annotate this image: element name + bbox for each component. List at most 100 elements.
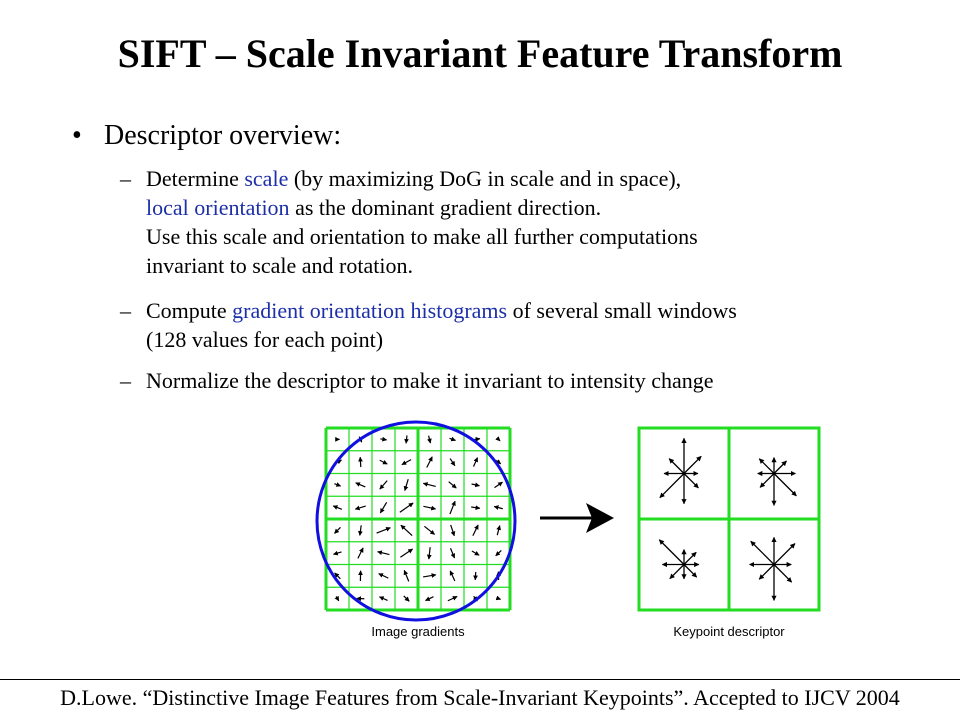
histogram-arrow: [750, 540, 775, 565]
sub-line: (128 values for each point): [146, 327, 384, 352]
gradient-arrow: [471, 505, 481, 511]
gradient-arrow: [449, 570, 456, 582]
histogram-arrow: [773, 564, 793, 583]
sub-line: Determine scale (by maximizing DoG in sc…: [146, 166, 682, 191]
slide-title: SIFT – Scale Invariant Feature Transform: [117, 31, 843, 76]
sub-line: local orientation as the dominant gradie…: [146, 195, 602, 220]
sub-item-compute-histograms: – Compute gradient orientation histogram…: [120, 296, 900, 354]
gradient-arrow: [449, 548, 456, 559]
gradient-arrow: [471, 550, 480, 556]
gradient-arrow: [379, 480, 388, 490]
gradient-arrow: [423, 505, 437, 511]
dash-marker: –: [120, 368, 131, 393]
highlight-local-orientation: local orientation: [146, 195, 290, 220]
sub-line: invariant to scale and rotation.: [146, 253, 413, 278]
gradient-arrow: [400, 548, 414, 558]
transform-arrow-icon: [540, 503, 614, 533]
gradient-arrow: [448, 481, 457, 489]
gradient-arrow: [399, 502, 414, 513]
dash-marker: –: [120, 166, 131, 191]
histogram-arrow: [773, 460, 787, 474]
gradient-arrow: [334, 572, 341, 580]
gradient-arrow: [404, 435, 409, 444]
histogram-arrow: [669, 564, 685, 580]
gradient-arrow: [495, 459, 502, 465]
gradient-arrow: [449, 436, 456, 442]
bullet-descriptor-overview: • Descriptor overview:: [72, 118, 341, 154]
gradient-arrow: [449, 458, 456, 467]
gradient-arrow: [332, 505, 343, 510]
gradient-arrow: [403, 595, 410, 602]
gradient-arrow: [334, 526, 341, 534]
gradient-arrow: [376, 527, 391, 534]
histogram-arrow: [683, 473, 699, 489]
gradient-arrow: [334, 595, 340, 602]
histogram-arrow: [659, 473, 685, 499]
sub-item-determine-scale: – Determine scale (by maximizing DoG in …: [120, 164, 900, 280]
gradient-arrow: [379, 459, 388, 465]
gradient-arrow: [472, 524, 479, 537]
gradient-arrow: [400, 524, 413, 536]
keypoint-descriptor-grid: [637, 426, 821, 612]
gradient-arrow: [355, 482, 366, 488]
histogram-arrow: [758, 564, 775, 580]
gradient-arrow: [358, 456, 363, 468]
gradient-arrow: [378, 573, 389, 579]
sub-line: Compute gradient orientation histograms …: [146, 298, 737, 323]
caption-keypoint-descriptor: Keypoint descriptor: [673, 624, 785, 639]
highlight-gradient-histograms: gradient orientation histograms: [232, 298, 508, 323]
footer-citation: D.Lowe. “Distinctive Image Features from…: [60, 685, 900, 710]
histogram-arrow: [658, 539, 685, 565]
gradient-arrow: [403, 569, 410, 582]
gradient-arrow: [426, 547, 432, 560]
gradient-arrow: [378, 596, 388, 601]
gradient-arrow: [447, 595, 458, 602]
gradient-arrow: [427, 435, 432, 444]
gaussian-window-circle: [315, 420, 517, 622]
gradient-arrow: [495, 436, 501, 442]
sift-figure: Image gradients Keypoint descriptor: [315, 420, 821, 639]
bullet-text: Descriptor overview:: [104, 120, 342, 151]
dash-marker: –: [120, 298, 131, 323]
gradient-arrow: [333, 550, 342, 556]
gradient-arrow: [495, 595, 501, 601]
gradient-arrow: [358, 525, 363, 536]
histogram-arrow: [773, 473, 797, 497]
bullet-marker: •: [72, 120, 82, 151]
caption-image-gradients: Image gradients: [371, 624, 465, 639]
sub-item-normalize: – Normalize the descriptor to make it in…: [120, 366, 900, 395]
gradient-arrow: [472, 457, 479, 467]
sub-line: Normalize the descriptor to make it inva…: [146, 368, 714, 393]
histogram-arrow: [668, 458, 685, 474]
gradient-arrow: [424, 525, 435, 535]
image-gradients-grid: [324, 426, 512, 612]
gradient-arrow: [357, 547, 364, 559]
gradient-arrow: [401, 459, 412, 466]
gradient-arrow: [449, 500, 456, 515]
histogram-arrow: [683, 551, 697, 565]
highlight-scale: scale: [244, 166, 289, 191]
gradient-arrow: [496, 525, 501, 536]
histogram-arrow: [683, 455, 702, 474]
histogram-arrow: [759, 473, 775, 488]
histogram-arrow: [773, 543, 796, 565]
histogram-arrow: [758, 458, 775, 474]
gradient-arrow: [380, 436, 388, 442]
gradient-arrow: [494, 481, 503, 489]
gradient-arrow: [425, 596, 434, 602]
gradient-arrow: [423, 573, 437, 578]
gradient-arrow: [426, 456, 433, 468]
gradient-arrow: [495, 550, 502, 557]
gradient-arrow: [493, 505, 503, 510]
gradient-arrow: [422, 482, 436, 487]
gradient-arrow: [403, 478, 409, 492]
gradient-arrow: [379, 502, 388, 514]
gradient-arrow: [450, 524, 456, 537]
footer-divider: [0, 679, 960, 680]
gradient-arrow: [471, 482, 480, 488]
histogram-arrow: [683, 564, 698, 578]
gradient-arrow: [354, 505, 366, 511]
gradient-arrow: [334, 482, 342, 487]
sub-line: Use this scale and orientation to make a…: [146, 224, 698, 249]
gradient-arrow: [377, 550, 390, 556]
